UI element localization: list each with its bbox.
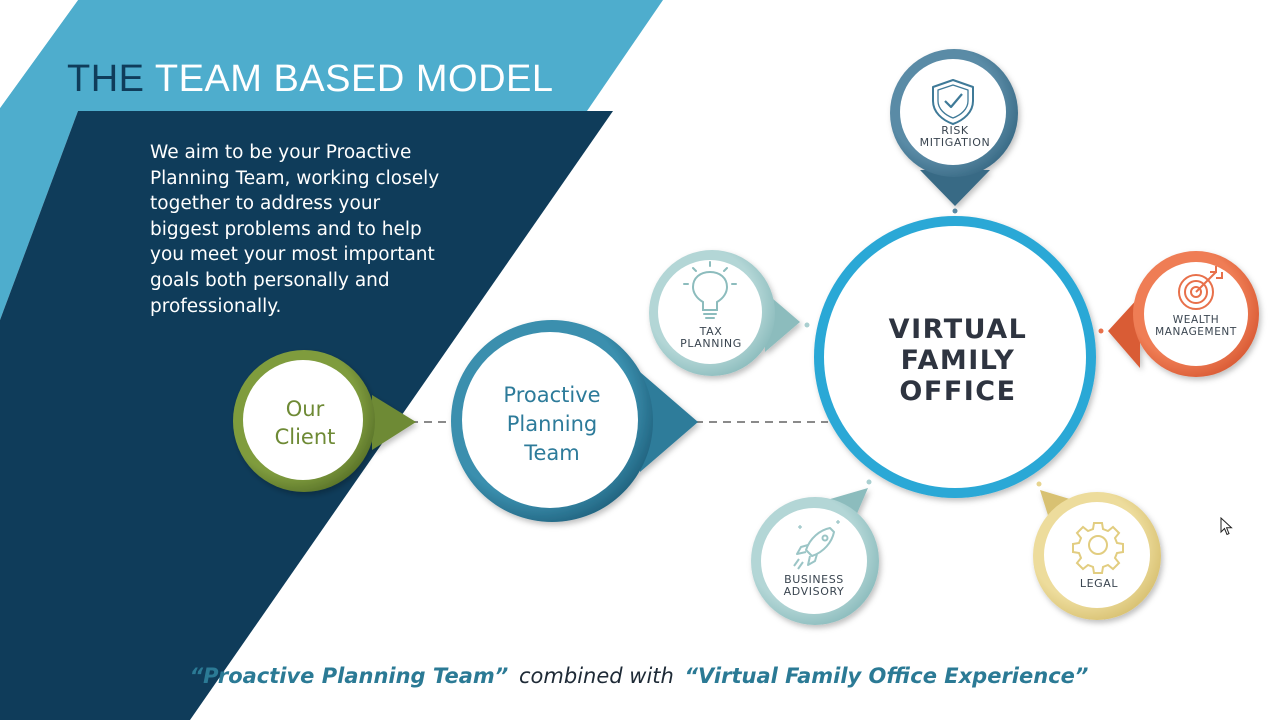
client-line2: Client — [274, 425, 336, 449]
vfo-line2: FAMILY — [900, 345, 1016, 376]
our-client-label: Our Client — [244, 395, 366, 451]
light-blue-band-lower — [0, 0, 78, 108]
vfo-line3: OFFICE — [899, 376, 1017, 407]
risk-mitigation-node — [890, 49, 1018, 206]
wealth-line1: WEALTH — [1172, 314, 1220, 326]
wealth-management-node — [1108, 251, 1259, 377]
slide-title-part2: TEAM BASED MODEL — [154, 58, 554, 100]
tagline-part2: “Virtual Family Office Experience” — [684, 664, 1089, 688]
wealth-line2: MANAGEMENT — [1155, 326, 1237, 338]
wealth-management-label: WEALTH MANAGEMENT — [1140, 314, 1252, 338]
tagline-middle: combined with — [519, 664, 674, 688]
legal-line1: LEGAL — [1079, 577, 1119, 590]
team-line1: Proactive — [503, 383, 601, 407]
team-line3: Team — [524, 441, 580, 465]
risk-line1: RISK — [941, 124, 969, 137]
business-advisory-label: BUSINESS ADVISORY — [764, 574, 864, 598]
light-blue-band — [0, 0, 663, 111]
mouse-cursor-icon — [1220, 517, 1233, 536]
tagline: “Proactive Planning Team” combined with … — [0, 664, 1278, 688]
proactive-team-label: Proactive Planning Team — [466, 381, 638, 468]
target-icon — [1178, 266, 1223, 310]
vfo-center-node — [814, 216, 1096, 498]
tax-line2: PLANNING — [680, 337, 742, 350]
business-advisory-node — [751, 488, 879, 625]
vfo-label: VIRTUAL FAMILY OFFICE — [838, 314, 1078, 407]
team-line2: Planning — [506, 412, 598, 436]
tax-planning-node — [649, 250, 800, 376]
gear-icon — [1072, 522, 1124, 574]
risk-mitigation-label: RISK MITIGATION — [900, 125, 1010, 149]
legal-label: LEGAL — [1044, 578, 1154, 590]
intro-text: We aim to be your Proactive Planning Tea… — [150, 142, 440, 317]
rocket-icon — [793, 520, 840, 570]
slide-title: THE TEAM BASED MODEL — [67, 58, 554, 101]
legal-node — [1033, 490, 1161, 620]
connector-dot — [1098, 328, 1104, 334]
connector-dot — [804, 322, 810, 328]
connector-dot — [866, 479, 872, 485]
proactive-team-node — [451, 320, 698, 522]
connector-dot — [1036, 481, 1042, 487]
business-line1: BUSINESS — [784, 573, 844, 586]
slide-title-part1: THE — [67, 58, 145, 100]
risk-line2: MITIGATION — [919, 136, 991, 149]
connector-dot — [952, 208, 958, 214]
tax-line1: TAX — [699, 325, 723, 338]
vfo-line1: VIRTUAL — [888, 314, 1028, 345]
business-line2: ADVISORY — [783, 585, 845, 598]
lightbulb-icon — [683, 261, 737, 319]
tagline-part1: “Proactive Planning Team” — [189, 664, 509, 688]
client-line1: Our — [285, 397, 325, 421]
shield-check-icon — [932, 79, 974, 125]
our-client-node — [233, 350, 416, 492]
tax-planning-label: TAX PLANNING — [662, 326, 760, 350]
